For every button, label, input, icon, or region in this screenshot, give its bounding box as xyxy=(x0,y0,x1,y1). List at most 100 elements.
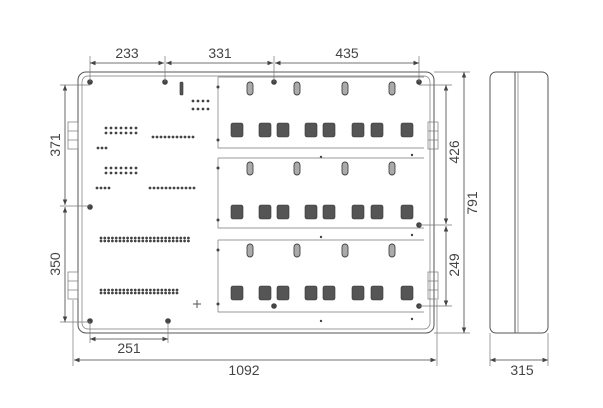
oval-slot xyxy=(246,161,254,176)
terminal xyxy=(141,236,145,240)
terminal xyxy=(149,291,152,295)
terminal-strips xyxy=(95,81,210,308)
terminal xyxy=(133,288,137,292)
module-block xyxy=(322,204,336,220)
terminal xyxy=(103,186,107,190)
terminal xyxy=(164,186,168,190)
terminal xyxy=(156,186,160,190)
terminal xyxy=(137,239,141,243)
terminal xyxy=(129,126,133,130)
terminal xyxy=(111,288,114,292)
terminal xyxy=(179,135,183,139)
terminal xyxy=(151,135,155,139)
terminal xyxy=(160,291,164,295)
module-block xyxy=(351,204,365,220)
hinge xyxy=(67,121,79,150)
terminal xyxy=(141,291,145,295)
terminal xyxy=(187,239,190,243)
terminal xyxy=(124,131,128,135)
panel-dot xyxy=(216,85,220,89)
terminal xyxy=(107,288,110,292)
terminal xyxy=(107,291,110,295)
terminal xyxy=(152,239,156,243)
terminal xyxy=(111,291,114,295)
terminal xyxy=(99,186,103,190)
small-dot xyxy=(319,319,323,323)
fuse-slot xyxy=(179,81,184,96)
terminal xyxy=(171,135,175,139)
module-block xyxy=(322,122,336,138)
oval-slot xyxy=(246,81,254,96)
terminal xyxy=(114,171,118,175)
terminal xyxy=(99,236,103,240)
terminal xyxy=(103,288,107,292)
oval-slot xyxy=(388,161,396,176)
terminal xyxy=(130,288,133,292)
terminal xyxy=(109,131,113,135)
module-panels xyxy=(216,76,424,323)
terminal xyxy=(133,291,137,295)
module-block xyxy=(304,204,318,220)
terminal xyxy=(180,186,184,190)
terminal xyxy=(156,291,160,295)
terminal xyxy=(175,291,179,295)
terminal xyxy=(145,288,149,292)
dim-label-1092: 1092 xyxy=(228,362,259,378)
terminal xyxy=(137,291,141,295)
terminal xyxy=(152,186,156,190)
terminal xyxy=(124,166,128,170)
terminal xyxy=(175,239,179,243)
dim-label-371: 371 xyxy=(47,133,63,157)
module-block xyxy=(258,122,272,138)
terminal xyxy=(168,288,171,292)
terminal xyxy=(104,171,108,175)
panel-rail xyxy=(217,77,424,149)
terminal xyxy=(160,236,164,240)
terminal xyxy=(172,186,176,190)
terminal xyxy=(104,126,108,130)
terminal xyxy=(149,236,152,240)
module-block xyxy=(351,122,365,138)
terminal xyxy=(107,239,110,243)
module-block xyxy=(276,204,290,220)
terminal xyxy=(137,236,141,240)
terminal xyxy=(201,99,205,103)
terminal xyxy=(171,239,175,243)
oval-slot xyxy=(341,161,349,176)
terminal xyxy=(129,171,133,175)
terminal xyxy=(188,186,192,190)
mounting-hole xyxy=(165,318,171,324)
terminal xyxy=(137,288,141,292)
terminal xyxy=(171,291,175,295)
terminal xyxy=(187,135,191,139)
module-block xyxy=(230,204,244,220)
module-block xyxy=(258,285,272,301)
terminal xyxy=(145,291,149,295)
dim-label-426: 426 xyxy=(446,140,462,164)
dim-label-350: 350 xyxy=(47,252,63,276)
terminal xyxy=(159,135,163,139)
module-block xyxy=(370,122,384,138)
terminal xyxy=(148,186,152,190)
terminal xyxy=(130,239,133,243)
terminal xyxy=(176,186,180,190)
terminal xyxy=(134,166,138,170)
oval-slot xyxy=(246,243,254,258)
oval-slot xyxy=(293,243,301,258)
terminal xyxy=(168,291,171,295)
terminal xyxy=(114,131,118,135)
terminal xyxy=(134,171,138,175)
terminal xyxy=(191,107,195,111)
terminal xyxy=(114,291,118,295)
terminal xyxy=(156,236,160,240)
small-dot xyxy=(319,155,323,159)
module-block xyxy=(370,204,384,220)
panel-dot xyxy=(216,248,220,252)
oval-slot xyxy=(341,81,349,96)
terminal xyxy=(126,288,129,292)
terminal xyxy=(201,107,205,111)
terminal xyxy=(163,135,167,139)
terminal xyxy=(124,171,128,175)
dim-label-435: 435 xyxy=(335,45,359,61)
